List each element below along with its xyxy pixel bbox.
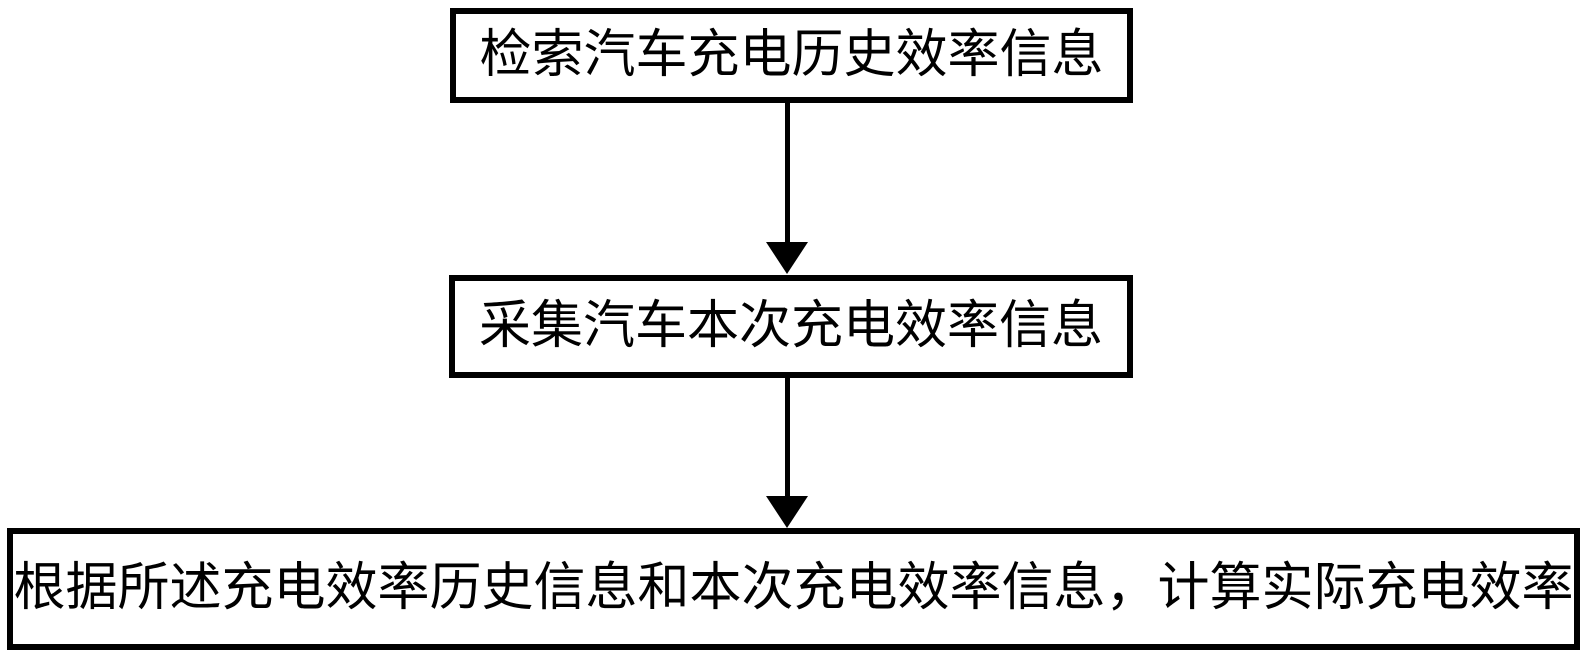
flow-arrow-2-line bbox=[785, 376, 790, 501]
process-box-step-3: 根据所述充电效率历史信息和本次充电效率信息，计算实际充电效率 bbox=[7, 528, 1580, 650]
process-box-step-3-label: 根据所述充电效率历史信息和本次充电效率信息，计算实际充电效率 bbox=[13, 560, 1574, 618]
process-box-step-2: 采集汽车本次充电效率信息 bbox=[449, 275, 1133, 378]
flow-arrow-1-line bbox=[785, 101, 790, 247]
process-box-step-1-label: 检索汽车充电历史效率信息 bbox=[479, 26, 1104, 84]
flow-arrow-1-arrowhead-down-icon bbox=[766, 242, 808, 274]
process-box-step-2-label: 采集汽车本次充电效率信息 bbox=[478, 297, 1103, 355]
flow-arrow-2-arrowhead-down-icon bbox=[766, 496, 808, 528]
process-box-step-1: 检索汽车充电历史效率信息 bbox=[450, 8, 1133, 103]
